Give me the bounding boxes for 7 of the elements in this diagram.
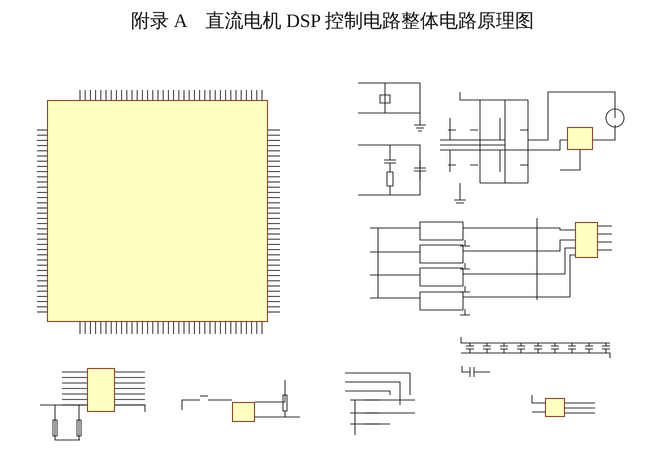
chip-box [575,222,598,258]
chip-box [87,368,115,412]
diagram-title: 附录 A 直流电机 DSP 控制电路整体电路原理图 [130,10,536,34]
chip-box [47,100,268,322]
chip-box [567,127,593,150]
chip-box [232,402,255,422]
chip-box [545,398,565,417]
